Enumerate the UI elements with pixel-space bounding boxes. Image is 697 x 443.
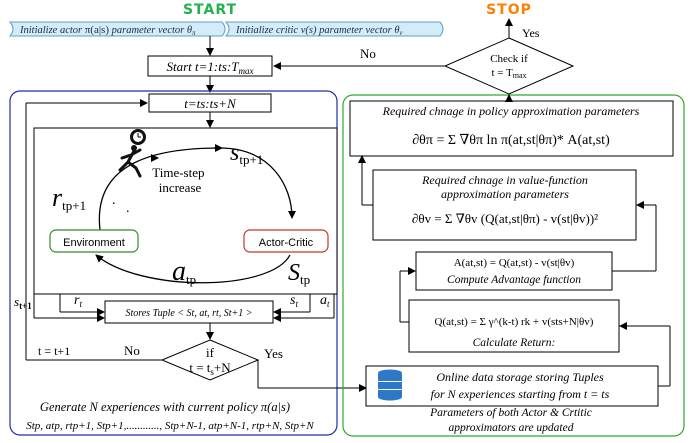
svg-text:approximators are updated: approximators are updated bbox=[448, 422, 573, 434]
s-t-right-label: st bbox=[290, 293, 298, 309]
return-box bbox=[408, 299, 620, 353]
r-t-label: rt bbox=[74, 293, 82, 309]
svg-text:Check if: Check if bbox=[490, 53, 528, 65]
a-t-right-label: at bbox=[320, 293, 330, 309]
time-step-label: Time-step increase bbox=[152, 165, 208, 195]
svg-text:t = Tmax: t = Tmax bbox=[491, 67, 526, 80]
s-tp-label: Stp bbox=[288, 260, 310, 287]
svg-text:Environment: Environment bbox=[63, 237, 125, 249]
stores-tuple-box bbox=[104, 300, 274, 324]
svg-text:Parameters of both Actor & Crt: Parameters of both Actor & Crtitic bbox=[429, 407, 592, 419]
policy-update-box bbox=[349, 100, 674, 157]
svg-text:t=ts:ts+N: t=ts:ts+N bbox=[184, 96, 237, 111]
svg-text:t = ts+N: t = ts+N bbox=[189, 360, 231, 377]
svg-text:Q(at,st) = Σ γ^(k-t) rk + v(st: Q(at,st) = Σ γ^(k-t) rk + v(sts+N|θv) bbox=[435, 316, 594, 328]
svg-text:Stores Tuple < St, at, rt, St+: Stores Tuple < St, at, rt, St+1 > bbox=[125, 308, 252, 319]
check-tmax-diamond bbox=[443, 37, 575, 95]
svg-text:.: . bbox=[112, 193, 116, 208]
svg-text:t = t+1: t = t+1 bbox=[38, 344, 70, 358]
value-formula: ∂θv = Σ ∇θv (Q(at,st|θπ) - v(st|θv))² bbox=[412, 211, 598, 226]
svg-text:Start t=1:ts:Tmax: Start t=1:ts:Tmax bbox=[167, 59, 254, 76]
environment-box bbox=[49, 229, 139, 253]
svg-text:Calculate Return:: Calculate Return: bbox=[473, 337, 556, 349]
svg-text:Required chnage in policy appr: Required chnage in policy approximation … bbox=[382, 104, 640, 118]
generate-text: Generate N experiences with current poli… bbox=[40, 400, 290, 414]
database-icon bbox=[378, 369, 402, 401]
actor-critic-box bbox=[243, 229, 329, 253]
svg-text:Actor-Critic: Actor-Critic bbox=[259, 237, 314, 249]
if-ts-n-diamond bbox=[160, 339, 260, 381]
svg-text:Initialize critic v(s) paramet: Initialize critic v(s) parameter vector … bbox=[235, 25, 404, 37]
svg-text:No: No bbox=[124, 343, 140, 358]
start-label: START bbox=[183, 2, 237, 18]
svg-text:Online data storage storing Tu: Online data storage storing Tuples bbox=[436, 370, 604, 384]
storage-box bbox=[365, 365, 659, 407]
yes-top-label: Yes bbox=[522, 26, 540, 40]
svg-text:for N experiences starting fro: for N experiences starting from t = ts bbox=[431, 387, 610, 401]
interaction-box bbox=[33, 127, 338, 295]
stop-label: STOP bbox=[486, 2, 532, 18]
update-frame bbox=[342, 94, 685, 437]
init-critic-banner: Initialize critic v(s) parameter vector … bbox=[224, 21, 444, 37]
svg-text:.: . bbox=[126, 201, 130, 216]
svg-text:Yes: Yes bbox=[264, 346, 283, 361]
value-update-box bbox=[372, 169, 637, 241]
policy-formula: ∂θπ = Σ ∇θπ ln π(at,st|θπ)* A(at,st) bbox=[412, 133, 610, 148]
a-tp-label: atp bbox=[172, 256, 196, 287]
svg-text:Compute Advantage function: Compute Advantage function bbox=[447, 274, 581, 286]
svg-text:Initialize actor π(a|s) parame: Initialize actor π(a|s) parameter vector… bbox=[19, 24, 196, 37]
runner-clock-icon bbox=[118, 129, 146, 178]
svg-text:Required chnage in value-funct: Required chnage in value-function bbox=[421, 173, 588, 187]
r-tp1-label: rtp+1 bbox=[52, 183, 86, 213]
s-t1-left-label: st+1 bbox=[14, 294, 32, 311]
svg-text:approximation parameters: approximation parameters bbox=[441, 187, 569, 201]
init-actor-banner: Initialize actor π(a|s) parameter vector… bbox=[8, 21, 226, 37]
s-tp1-label: stp+1 bbox=[230, 140, 263, 167]
svg-text:A(at,st) = Q(at,st) - v(st|θv): A(at,st) = Q(at,st) - v(st|θv) bbox=[454, 257, 575, 269]
no-top-label: No bbox=[360, 46, 376, 61]
svg-text:if: if bbox=[206, 345, 215, 360]
advantage-box bbox=[415, 251, 613, 291]
experience-sequence: Stp, atp, rtp+1, Stp+1,............, Stp… bbox=[26, 420, 314, 432]
